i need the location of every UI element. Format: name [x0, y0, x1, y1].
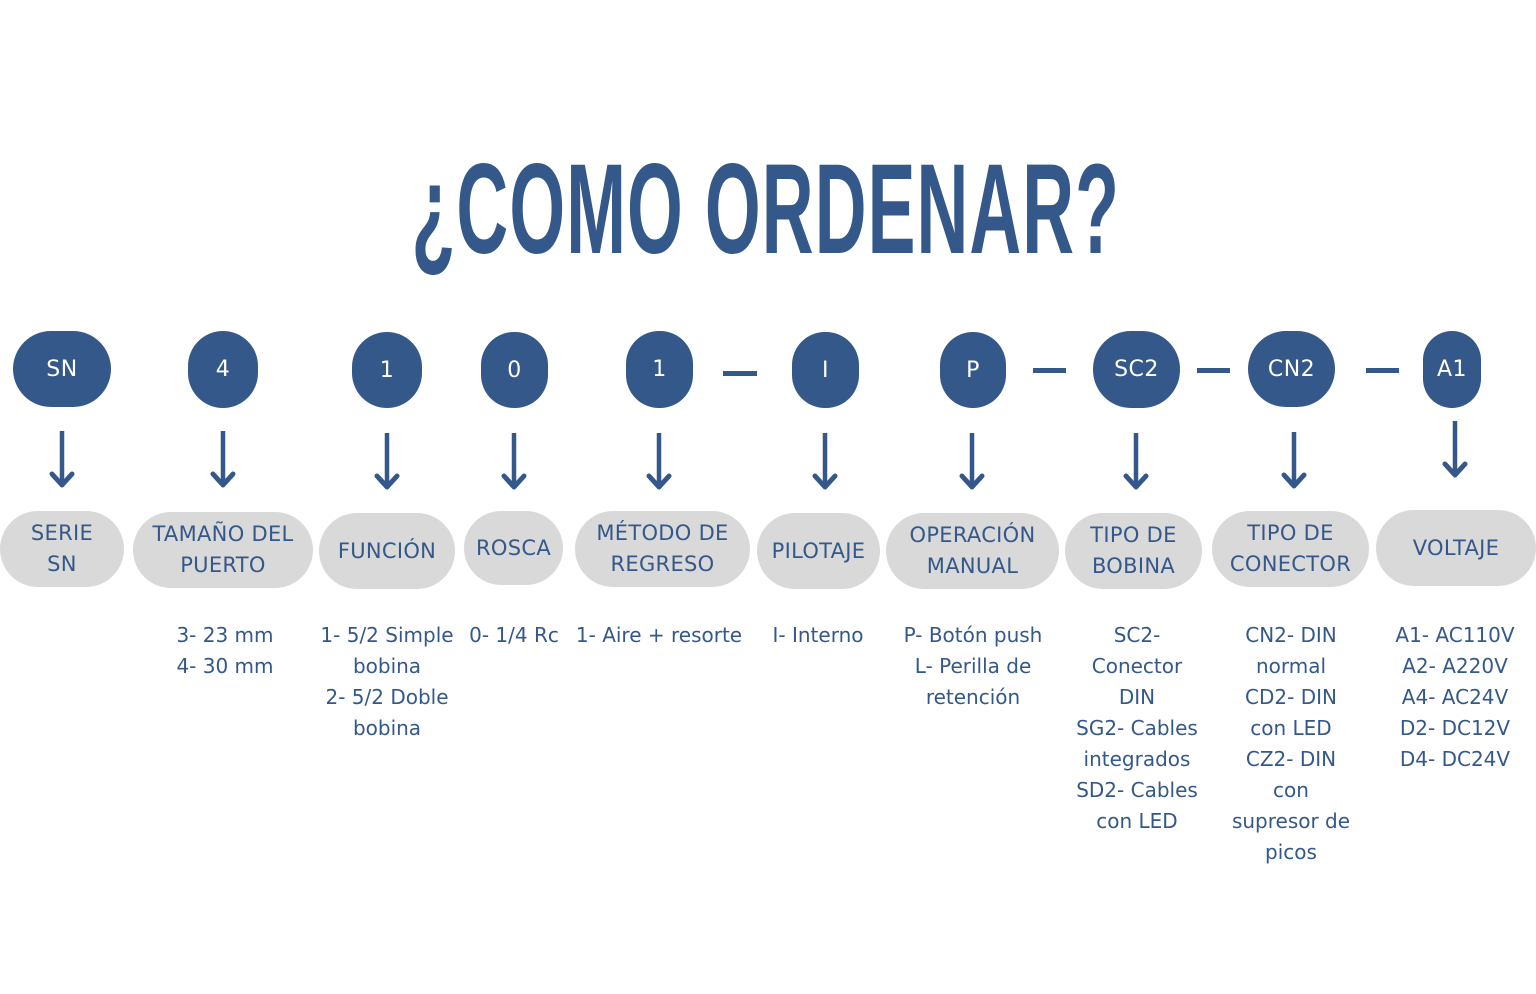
label-metodo-regreso: MÉTODO DE REGRESO	[575, 511, 750, 587]
options-funcion: 1- 5/2 Simple bobina 2- 5/2 Doble bobina	[312, 620, 462, 744]
code-pill-pilotaje: I	[792, 332, 859, 408]
code-pill-metodo: 1	[626, 331, 693, 408]
separator-dash	[1197, 368, 1230, 373]
arrow-down-icon	[959, 433, 985, 490]
arrow-down-icon	[1281, 432, 1307, 489]
option-text: DIN	[1118, 685, 1156, 709]
code-pill-funcion: 1	[352, 332, 422, 408]
code-pill-serie: SN	[13, 331, 111, 407]
label-rosca: ROSCA	[464, 511, 563, 585]
arrow-down-icon	[49, 431, 75, 488]
option-text: Conector	[1091, 654, 1183, 678]
option-text: 2- 5/2 Doble	[325, 685, 449, 709]
code-pill-voltaje: A1	[1423, 331, 1481, 408]
options-rosca: 0- 1/4 Rc	[464, 620, 564, 651]
option-text: L- Perilla de	[914, 654, 1032, 678]
arrow-down-icon	[1442, 421, 1468, 478]
option-text: 1- Aire + resorte	[575, 623, 743, 647]
option-text: A4- AC24V	[1401, 685, 1509, 709]
arrow-down-icon	[812, 433, 838, 490]
separator-dash	[723, 371, 757, 376]
arrow-down-icon	[1123, 433, 1149, 490]
option-text: con LED	[1250, 716, 1332, 740]
options-pilotaje: I- Interno	[762, 620, 874, 651]
option-text: con	[1273, 778, 1309, 802]
code-pill-conector: CN2	[1248, 331, 1335, 407]
code-pill-bobina: SC2	[1093, 331, 1180, 408]
option-text: A2- A220V	[1402, 654, 1508, 678]
option-text: P- Botón push	[903, 623, 1043, 647]
option-text: D2- DC12V	[1399, 716, 1511, 740]
option-text: D4- DC24V	[1399, 747, 1511, 771]
option-text: I- Interno	[772, 623, 864, 647]
option-text: SG2- Cables	[1076, 716, 1198, 740]
separator-dash	[1033, 368, 1066, 373]
option-text: 4- 30 mm	[176, 654, 274, 678]
label-operacion-manual: OPERACIÓN MANUAL	[886, 513, 1059, 589]
option-text: supresor de	[1231, 809, 1351, 833]
label-tipo-bobina: TIPO DE BOBINA	[1065, 513, 1202, 589]
options-tamano-puerto: 3- 23 mm 4- 30 mm	[150, 620, 300, 682]
option-text: SD2- Cables	[1076, 778, 1198, 802]
separator-dash	[1366, 368, 1399, 373]
option-text: A1- AC110V	[1395, 623, 1515, 647]
options-metodo-regreso: 1- Aire + resorte	[572, 620, 746, 651]
option-text: 0- 1/4 Rc	[469, 623, 559, 647]
arrow-down-icon	[374, 433, 400, 490]
options-tipo-conector: CN2- DIN normal CD2- DIN con LED CZ2- DI…	[1216, 620, 1366, 868]
code-pill-puerto: 4	[188, 331, 258, 408]
option-text: normal	[1255, 654, 1327, 678]
option-text: CN2- DIN	[1245, 623, 1337, 647]
label-voltaje: VOLTAJE	[1376, 510, 1536, 586]
label-funcion: FUNCIÓN	[319, 513, 455, 589]
arrow-down-icon	[646, 433, 672, 490]
options-tipo-bobina: SC2- Conector DIN SG2- Cables integrados…	[1062, 620, 1212, 837]
options-voltaje: A1- AC110V A2- A220V A4- AC24V D2- DC12V…	[1380, 620, 1530, 775]
label-serie: SERIE SN	[0, 511, 124, 587]
options-operacion-manual: P- Botón push L- Perilla de retención	[888, 620, 1058, 713]
option-text: CZ2- DIN	[1245, 747, 1337, 771]
option-text: SC2-	[1113, 623, 1161, 647]
arrow-down-icon	[210, 431, 236, 488]
option-text: picos	[1265, 840, 1317, 864]
option-text: retención	[925, 685, 1021, 709]
page-title: ¿COMO ORDENAR?	[411, 138, 1121, 281]
code-pill-rosca: 0	[481, 332, 548, 408]
label-tipo-conector: TIPO DE CONECTOR	[1212, 511, 1369, 587]
option-text: bobina	[352, 716, 422, 740]
option-text: bobina	[352, 654, 422, 678]
label-tamano-puerto: TAMAÑO DEL PUERTO	[133, 512, 313, 588]
option-text: CD2- DIN	[1245, 685, 1337, 709]
option-text: integrados	[1083, 747, 1191, 771]
option-text: 1- 5/2 Simple	[320, 623, 454, 647]
arrow-down-icon	[501, 433, 527, 490]
option-text: con LED	[1096, 809, 1178, 833]
label-pilotaje: PILOTAJE	[757, 513, 880, 589]
option-text: 3- 23 mm	[176, 623, 274, 647]
code-pill-operacion: P	[940, 332, 1006, 408]
